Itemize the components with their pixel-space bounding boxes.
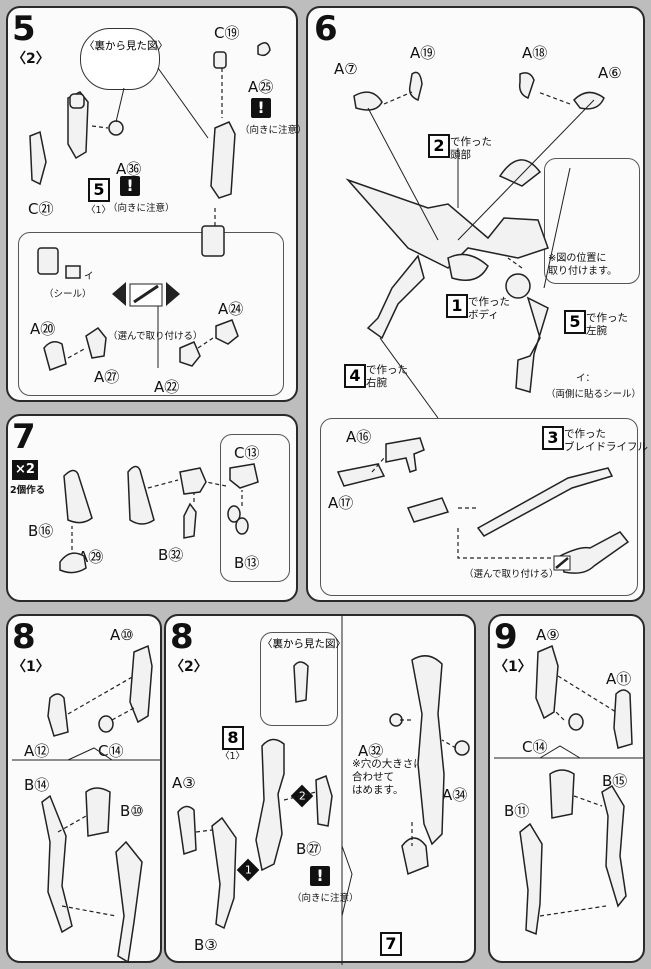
- label-b14: B⑭: [24, 776, 50, 794]
- reference-step-box: 1: [446, 294, 468, 318]
- inset-note: ※図の位置に 取り付けます。: [548, 253, 617, 277]
- back-view-bubble: [80, 28, 160, 90]
- step-number: 8: [12, 617, 36, 657]
- step-number: 6: [314, 9, 338, 49]
- label-a24: A㉔: [218, 300, 244, 318]
- reference-step-box: 3: [542, 426, 564, 450]
- reference-step-box: 5: [88, 178, 110, 202]
- reference-step-box: 2: [428, 134, 450, 158]
- label-a7: A⑦: [334, 60, 358, 78]
- arm-sub-panel: [18, 232, 284, 396]
- label-a11: A⑪: [606, 670, 632, 688]
- label-a3: A③: [172, 774, 196, 792]
- substep-label: 〈2〉: [170, 659, 208, 675]
- choose-note: （選んで取り付ける）: [108, 331, 203, 342]
- back-view-caption: 〈裏から見た図〉: [262, 638, 346, 650]
- step-6-panel: 6 A⑦ A⑲ A⑱ A⑥ 2 で作った 頭部 ※図の位置に 取り付けます。 1…: [306, 6, 648, 602]
- step-6-drawing: [336, 71, 630, 574]
- seal-label: （シール）: [44, 289, 92, 300]
- label-a36: A㊱: [116, 160, 142, 178]
- reference-substep: 〈1〉: [86, 205, 112, 216]
- label-b11: B⑪: [504, 802, 530, 820]
- step-number: 8: [170, 617, 194, 657]
- label-a17: A⑰: [328, 494, 354, 512]
- back-view-caption: 〈裏から見た図〉: [84, 40, 168, 52]
- both-sides-seal-note: （両側に貼るシール）: [546, 389, 642, 400]
- left-arm-ref-text: で作った 左腕: [586, 312, 628, 337]
- direction-note: （向きに注意）: [240, 125, 307, 136]
- caution-icon: !: [310, 866, 330, 886]
- rifle-ref-text: で作った ブレイドライフル: [564, 428, 648, 453]
- reference-step-box: 5: [564, 310, 586, 334]
- step-number: 5: [12, 9, 36, 49]
- label-c13: C⑬: [234, 444, 260, 462]
- make-two-note: 2個作る: [10, 485, 46, 496]
- inset-panel: [544, 158, 640, 284]
- make-two-badge: ×2: [12, 460, 38, 480]
- label-a16: A⑯: [346, 428, 372, 446]
- right-arm-ref-text: で作った 右腕: [366, 364, 408, 389]
- label-a18: A⑱: [522, 44, 548, 62]
- label-c14: C⑭: [522, 738, 548, 756]
- body-ref-text: で作った ボディ: [468, 296, 510, 321]
- step-9-1-panel: 9 〈1〉 A⑨ A⑪ C⑭ B⑮ B⑪: [488, 614, 645, 963]
- substep-label: 〈2〉: [12, 51, 50, 67]
- label-a22: A㉒: [154, 378, 180, 396]
- label-b10: B⑩: [120, 802, 144, 820]
- label-b15: B⑮: [602, 772, 628, 790]
- label-a32: A㉜: [358, 742, 384, 760]
- label-a27: A㉗: [94, 368, 120, 386]
- label-a19: A⑲: [410, 44, 436, 62]
- step-7-drawing: [59, 463, 259, 574]
- step-8-1-drawing: [12, 644, 160, 964]
- reference-step-box: 8: [222, 726, 244, 750]
- step-7-panel: 7 ×2 2個作る B⑯ A㉙ B㉜ C⑬ B⑬: [6, 414, 298, 602]
- label-a10: A⑩: [110, 626, 134, 644]
- reference-step-box: 7: [380, 932, 402, 956]
- label-b32: B㉜: [158, 546, 184, 564]
- label-a34: A㉞: [442, 786, 468, 804]
- substep-label: 〈1〉: [494, 659, 532, 675]
- direction-note: （向きに注意）: [292, 893, 359, 904]
- step-8-1-panel: 8 〈1〉 A⑩ A⑫ C⑭ B⑭ B⑩: [6, 614, 162, 964]
- step-5-panel: 5 〈2〉 〈裏から見た図〉 C⑲ A㉕ ! （向きに注意） A㊱ ! （向きに…: [6, 6, 307, 402]
- label-b13: B⑬: [234, 554, 260, 572]
- step-number: 7: [12, 417, 36, 457]
- reference-step-box: 4: [344, 364, 366, 388]
- substep-label: 〈1〉: [12, 659, 50, 675]
- caution-icon: !: [120, 176, 140, 196]
- label-b16: B⑯: [28, 522, 54, 540]
- label-c21: C㉑: [28, 200, 54, 218]
- label-a9: A⑨: [536, 626, 560, 644]
- step-5-drawing: [29, 42, 271, 371]
- label-a6: A⑥: [598, 64, 622, 82]
- seal-i-label: イ: [84, 271, 94, 282]
- label-a25: A㉕: [248, 78, 274, 96]
- seal-i-label: イ：: [576, 373, 596, 384]
- label-a20: A⑳: [30, 320, 56, 338]
- caution-icon: !: [251, 98, 271, 118]
- reference-substep: 〈1〉: [220, 751, 246, 762]
- direction-note: （向きに注意）: [108, 203, 175, 214]
- step-8-2-panel: 8 〈2〉 〈裏から見た図〉 8 〈1〉 A③ B㉗ ! （向きに注意） B③ …: [164, 614, 476, 965]
- hole-note: ※穴の大きさに 合わせて はめます。: [352, 758, 424, 796]
- choose-note: （選んで取り付ける）: [464, 569, 559, 580]
- step-number: 9: [494, 617, 518, 657]
- head-ref-text: で作った 頭部: [450, 136, 492, 161]
- step-9-1-drawing: [494, 644, 643, 936]
- label-c19: C⑲: [214, 24, 240, 42]
- label-b3: B③: [194, 936, 218, 954]
- step-8-2-drawing: [177, 616, 470, 965]
- label-b27: B㉗: [296, 840, 322, 858]
- label-a12: A⑫: [24, 742, 50, 760]
